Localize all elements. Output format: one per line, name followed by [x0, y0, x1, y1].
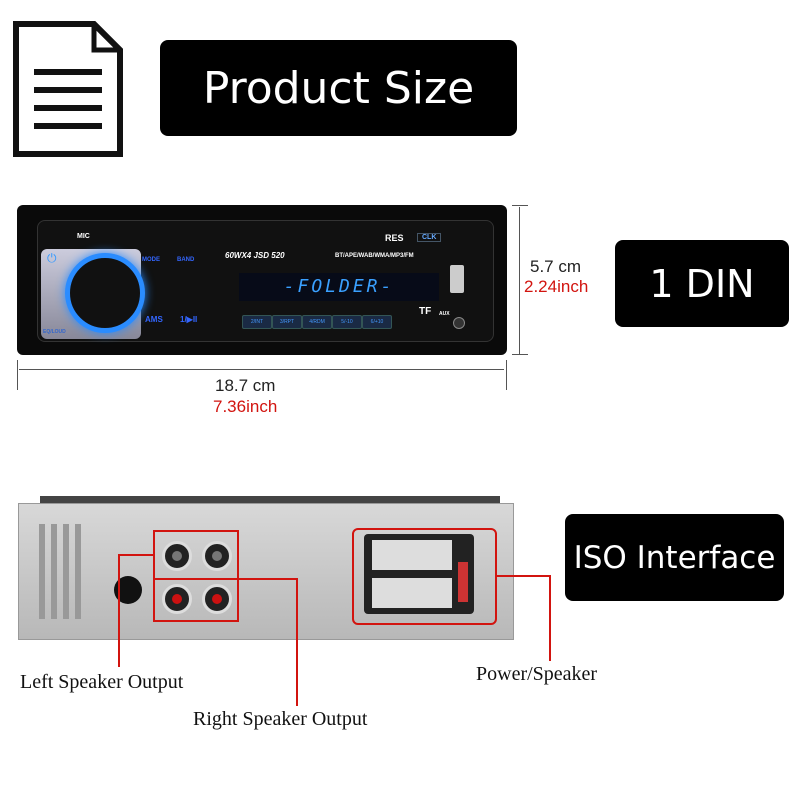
eq-label: EQ/LOUD	[43, 329, 66, 335]
rca-left-bottom	[162, 584, 192, 614]
power-icon: ⏻	[47, 251, 57, 265]
right-speaker-label: Right Speaker Output	[193, 708, 368, 730]
preset-button: 6/+10	[362, 315, 392, 329]
iso-highlight	[352, 528, 497, 625]
iso-badge: ISO Interface	[565, 514, 784, 601]
usb-port	[450, 265, 464, 293]
lcd-display: -FOLDER-	[239, 273, 439, 301]
rca-right-bottom	[202, 584, 232, 614]
preset-button: 2/INT	[242, 315, 272, 329]
band-label: BAND	[177, 257, 195, 263]
power-speaker-label: Power/Speaker	[476, 663, 598, 685]
preset-button: 3/RPT	[272, 315, 302, 329]
width-cm: 18.7 cm	[215, 376, 276, 395]
formats-label: BT/APE/WAB/WMA/MP3/FM	[335, 253, 414, 259]
aux-jack	[453, 317, 465, 329]
page-title: Product Size	[160, 40, 517, 136]
din-badge: 1 DIN	[615, 240, 789, 327]
rca-right-top	[202, 541, 232, 571]
play-label: 1/▶II	[180, 315, 198, 324]
mode-label: MODE	[142, 257, 160, 263]
aux-label: AUX	[439, 311, 450, 317]
iso-connector	[364, 534, 474, 614]
rca-left-top	[162, 541, 192, 571]
mic-label: MIC	[77, 233, 90, 240]
model-label: 60WX4 JSD 520	[225, 251, 285, 260]
ams-label: AMS	[145, 315, 163, 324]
clk-button: CLK	[417, 233, 442, 242]
volume-knob	[65, 253, 145, 333]
radio-front-panel: MIC RES CLK ⏻ EQ/LOUD MODE BAND AMS 1/▶I…	[17, 205, 507, 355]
height-cm: 5.7 cm	[530, 257, 582, 276]
rca-highlight	[153, 530, 239, 622]
radio-rear-panel	[18, 503, 514, 640]
width-dimension-line	[19, 369, 504, 370]
tf-label: TF	[419, 306, 432, 317]
preset-button: 5/-10	[332, 315, 362, 329]
width-inch: 7.36inch	[213, 397, 278, 416]
left-speaker-label: Left Speaker Output	[20, 671, 184, 693]
res-label: RES	[385, 233, 404, 243]
height-inch: 2.24inch	[524, 277, 589, 296]
document-icon	[13, 21, 123, 157]
height-dimension-line	[519, 207, 520, 354]
preset-button: 4/RDM	[302, 315, 332, 329]
